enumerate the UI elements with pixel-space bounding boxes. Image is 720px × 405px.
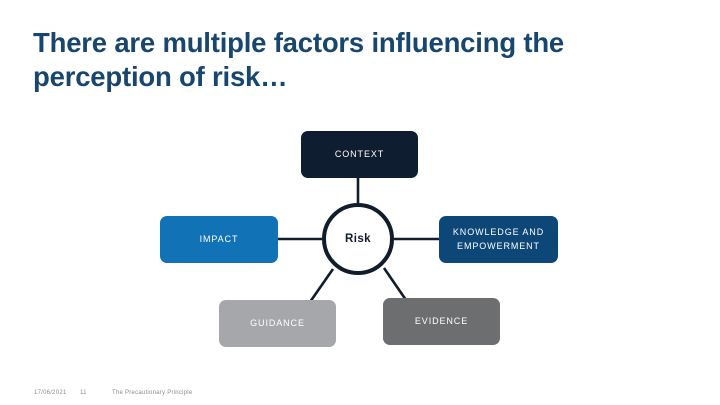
diagram-node-evidence[interactable]: EVIDENCE <box>383 298 500 345</box>
footer-date: 17/06/2021 <box>34 390 67 396</box>
page-title: There are multiple factors influencing t… <box>33 27 565 92</box>
footer-subject: The Precautionary Principle <box>112 390 193 396</box>
risk-factors-diagram: CONTEXT IMPACT KNOWLEDGE AND EMPOWERMENT… <box>0 110 720 365</box>
slide-footer: 17/06/2021 11 The Precautionary Principl… <box>34 390 192 396</box>
diagram-node-knowledge[interactable]: KNOWLEDGE AND EMPOWERMENT <box>439 216 558 263</box>
diagram-connectors <box>278 178 439 303</box>
footer-page-number: 11 <box>80 390 87 396</box>
diagram-hub-risk[interactable]: Risk <box>322 203 394 275</box>
diagram-node-context[interactable]: CONTEXT <box>301 131 418 178</box>
diagram-node-guidance[interactable]: GUIDANCE <box>219 300 336 347</box>
diagram-hub-label: Risk <box>345 233 371 245</box>
diagram-node-impact[interactable]: IMPACT <box>160 216 278 263</box>
